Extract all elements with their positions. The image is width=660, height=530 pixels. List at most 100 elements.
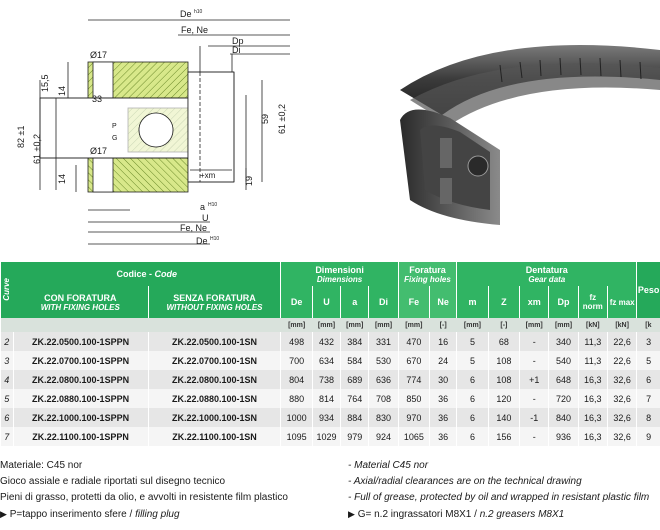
cell-m: 6 (456, 370, 489, 389)
cell-a: 884 (340, 408, 369, 427)
cell-curve: 5 (0, 389, 14, 408)
triangle-icon: ▶ (0, 509, 7, 519)
cell-Di: 530 (368, 351, 399, 370)
dim-De-bot: De (196, 236, 208, 246)
dim-Di: Di (232, 45, 241, 55)
cell-curve: 3 (0, 351, 14, 370)
cell-fzn: 11,3 (577, 332, 608, 351)
cell-without: ZK.22.1100.100-1SN (147, 427, 281, 446)
cell-peso: 3 (636, 332, 660, 351)
cell-a: 584 (340, 351, 369, 370)
dim-a-sup: H10 (208, 202, 217, 208)
cell-Fe: 970 (397, 408, 430, 427)
cell-xm: -1 (519, 408, 549, 427)
cell-with: ZK.22.0700.100-1SPPN (12, 351, 149, 370)
cell-curve: 6 (0, 408, 14, 427)
cell-xm: - (519, 389, 549, 408)
cell-Z: 120 (487, 389, 520, 408)
cell-Di: 636 (368, 370, 399, 389)
cell-De: 1000 (280, 408, 313, 427)
cell-without: ZK.22.1000.100-1SN (147, 408, 281, 427)
unit-xm: [mm] (519, 318, 549, 332)
note-plug: ▶ P=tappo inserimento sfere / filling pl… (0, 509, 180, 520)
cell-m: 5 (456, 332, 489, 351)
cell-Di: 830 (368, 408, 399, 427)
cell-U: 934 (311, 408, 341, 427)
unit-De: [mm] (280, 318, 313, 332)
dim-14-top: 14 (57, 86, 67, 96)
cell-peso: 6 (636, 370, 660, 389)
cell-m: 5 (456, 351, 489, 370)
cell-Ne: 36 (429, 408, 457, 427)
cell-Dp: 840 (548, 408, 579, 427)
cell-m: 6 (456, 389, 489, 408)
dim-Dp: Dp (232, 36, 244, 46)
cell-Dp: 340 (548, 332, 579, 351)
cell-Z: 156 (487, 427, 520, 446)
cell-fzn: 16,3 (577, 408, 608, 427)
col-Di: Di (368, 286, 399, 318)
col-Ne: Ne (429, 286, 457, 318)
cell-Ne: 30 (429, 370, 457, 389)
cell-U: 738 (311, 370, 341, 389)
col-Z: Z (487, 286, 520, 318)
cell-fzm: 32,6 (606, 370, 637, 389)
cell-peso: 9 (636, 427, 660, 446)
cell-U: 432 (311, 332, 341, 351)
col-fz-norm: fz norm (577, 286, 608, 318)
cell-xm: - (519, 427, 549, 446)
cell-Z: 140 (487, 408, 520, 427)
cell-Ne: 36 (429, 389, 457, 408)
dim-19: 19 (244, 176, 254, 186)
cell-fzn: 16,3 (577, 370, 608, 389)
note-clearance-it: Gioco assiale e radiale riportati sul di… (0, 476, 226, 487)
cell-without: ZK.22.0800.100-1SN (147, 370, 281, 389)
cell-Ne: 16 (429, 332, 457, 351)
unit-Dp: [mm] (548, 318, 579, 332)
label-P: P (112, 123, 117, 130)
unit-Z: [-] (488, 318, 520, 332)
unit-U: [mm] (312, 318, 341, 332)
cell-peso: 5 (636, 351, 660, 370)
cell-Z: 108 (487, 351, 520, 370)
col-xm: xm (519, 286, 549, 318)
cell-De: 804 (280, 370, 313, 389)
cell-fzn: 11,3 (577, 351, 608, 370)
cell-Dp: 936 (548, 427, 579, 446)
cell-Z: 68 (487, 332, 520, 351)
cell-fzm: 32,6 (606, 427, 637, 446)
cell-with: ZK.22.0800.100-1SPPN (12, 370, 149, 389)
cell-curve: 2 (0, 332, 14, 351)
cell-Di: 708 (368, 389, 399, 408)
cell-Fe: 670 (397, 351, 430, 370)
cell-De: 880 (280, 389, 313, 408)
col-m: m (456, 286, 489, 318)
col-De: De (280, 286, 313, 318)
col-Dp: Dp (548, 286, 579, 318)
cell-m: 6 (456, 408, 489, 427)
cell-peso: 7 (636, 389, 660, 408)
dim-De-bot-sup: H10 (210, 236, 219, 242)
dim-59: 59 (260, 114, 270, 124)
dim-xm: +xm (200, 171, 216, 180)
col-fz-max: fz max (606, 286, 637, 318)
cell-Di: 924 (368, 427, 399, 446)
dim-phi17-top: Ø17 (90, 50, 107, 60)
cell-without: ZK.22.0700.100-1SN (147, 351, 281, 370)
cell-peso: 8 (636, 408, 660, 427)
label-G: G (112, 135, 117, 142)
slewing-ring-image (400, 45, 660, 225)
note-grease-it: Pieni di grasso, protetti da olio, e avv… (0, 492, 288, 503)
dim-De-top: De (180, 9, 192, 19)
cell-without: ZK.22.0880.100-1SN (147, 389, 281, 408)
dim-33: 33 (92, 94, 102, 104)
col-U: U (311, 286, 341, 318)
note-grease-en: - Full of grease, protected by oil and w… (348, 492, 650, 503)
